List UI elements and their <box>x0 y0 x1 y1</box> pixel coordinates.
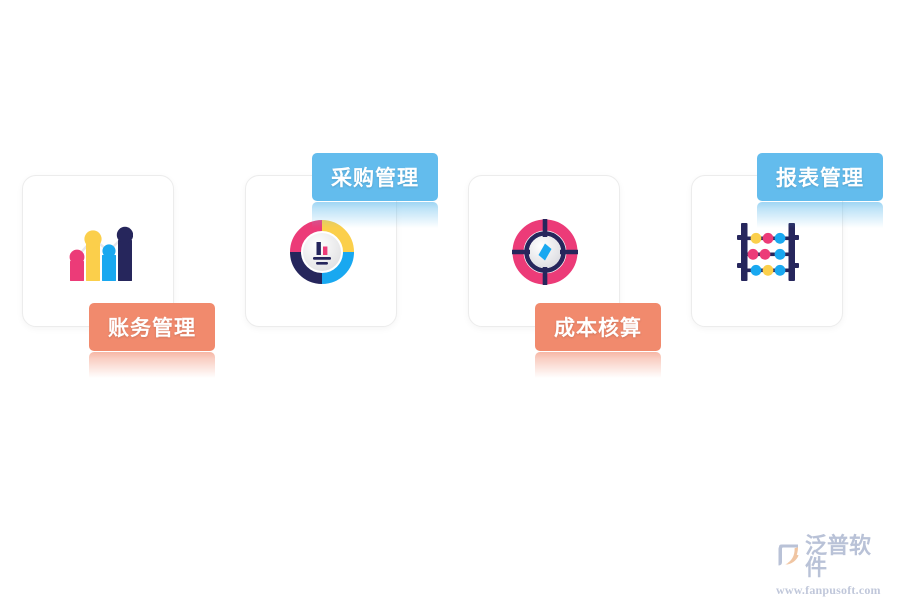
label-purchasing-reflection <box>312 202 438 228</box>
label-purchasing[interactable]: 采购管理 <box>312 153 438 228</box>
module-card-accounting[interactable] <box>22 175 174 327</box>
bar-chart-icon <box>23 176 175 328</box>
watermark-brand: 泛普软件 <box>805 533 872 580</box>
label-reporting-text: 报表管理 <box>757 153 883 201</box>
label-accounting[interactable]: 账务管理 <box>89 303 215 378</box>
target-crosshair-icon <box>469 176 621 328</box>
watermark: 泛普软件 www.fanpusoft.com <box>776 535 892 598</box>
module-card-purchasing[interactable] <box>245 175 397 327</box>
fanpu-logo-icon <box>776 543 802 572</box>
label-reporting-reflection <box>757 202 883 228</box>
label-cost-accounting-reflection <box>535 352 661 378</box>
label-purchasing-text: 采购管理 <box>312 153 438 201</box>
label-cost-accounting[interactable]: 成本核算 <box>535 303 661 378</box>
label-reporting[interactable]: 报表管理 <box>757 153 883 228</box>
abacus-icon <box>692 176 844 328</box>
watermark-url: www.fanpusoft.com <box>776 583 881 597</box>
label-accounting-reflection <box>89 352 215 378</box>
label-accounting-text: 账务管理 <box>89 303 215 351</box>
module-card-cost-accounting[interactable] <box>468 175 620 327</box>
watermark-row: 泛普软件 <box>776 535 892 579</box>
label-cost-accounting-text: 成本核算 <box>535 303 661 351</box>
